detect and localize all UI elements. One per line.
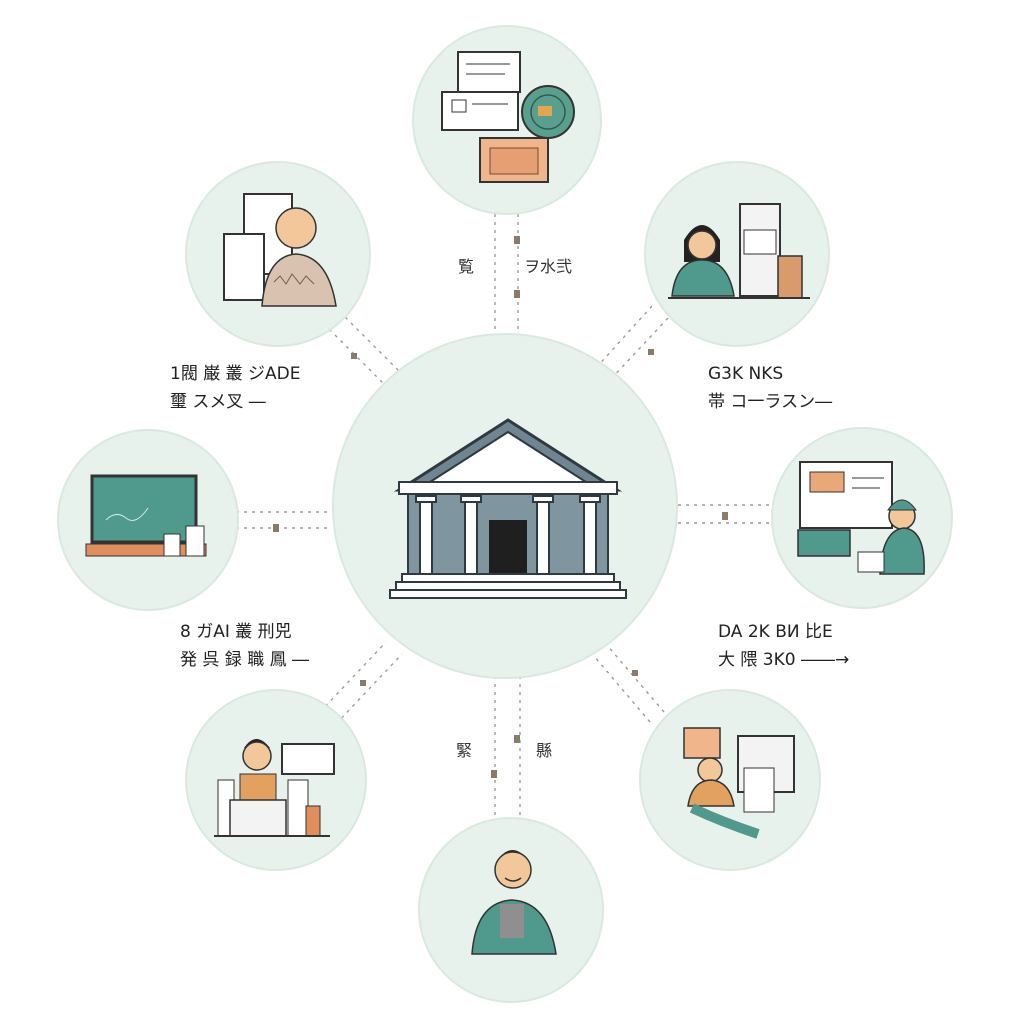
documents-node[interactable] bbox=[412, 25, 602, 215]
bank-building-hub[interactable] bbox=[332, 333, 678, 679]
person-node[interactable] bbox=[418, 817, 604, 1003]
bank-icon bbox=[389, 418, 627, 599]
student-node[interactable] bbox=[185, 689, 367, 871]
woman-reading-icon bbox=[683, 727, 795, 839]
office-worker-node[interactable] bbox=[771, 427, 953, 609]
teller-woman-icon bbox=[668, 203, 810, 299]
man-at-desk-icon bbox=[214, 739, 335, 837]
reader-node[interactable] bbox=[639, 689, 821, 871]
label-bottom-right: DA 2K BИ 比E 大 隈 3K0 ――→ bbox=[718, 618, 849, 674]
label-top-left-line-2: 璽 スメ叉 ― bbox=[170, 392, 266, 412]
worker-with-printer-icon bbox=[797, 461, 925, 575]
man-in-office-icon bbox=[223, 193, 337, 307]
chalkboard-icon bbox=[85, 474, 207, 557]
label-bottom-left-line-2: 発 呉 録 職 鳳 ― bbox=[180, 650, 310, 670]
teller-node[interactable] bbox=[644, 161, 830, 347]
label-top-near-right: ヲ水弐 bbox=[524, 257, 572, 276]
label-top-right-line-1: G3K NKS bbox=[708, 364, 784, 384]
connector-dots bbox=[273, 236, 728, 778]
label-top-left-line-1: 1閥 巌 叢 ジADE bbox=[170, 364, 301, 384]
label-top-left: 1閥 巌 叢 ジADE 璽 スメ叉 ― bbox=[170, 360, 301, 416]
connector-lines bbox=[236, 214, 775, 820]
whiteboard-node[interactable] bbox=[57, 429, 239, 611]
label-bottom-near-left: 緊 bbox=[456, 741, 472, 760]
label-bottom-near-right: 縣 bbox=[536, 741, 552, 760]
label-bottom-right-line-2: 大 隈 3K0 ――→ bbox=[718, 650, 850, 670]
label-bottom-left: 8 ガAI 叢 刑兕 発 呉 録 職 鳳 ― bbox=[180, 618, 309, 674]
label-bottom-right-line-1: DA 2K BИ 比E bbox=[718, 622, 833, 642]
smiling-man-icon bbox=[471, 850, 557, 955]
label-bottom-left-line-1: 8 ガAI 叢 刑兕 bbox=[180, 622, 292, 642]
label-top-right: G3K NKS 帯 コ一ラスン― bbox=[708, 360, 832, 416]
label-top-right-line-2: 帯 コ一ラスン― bbox=[708, 392, 833, 412]
manager-node[interactable] bbox=[185, 161, 371, 347]
documents-coin-icon bbox=[441, 51, 575, 183]
label-top-near-left: 覧 bbox=[458, 257, 474, 276]
